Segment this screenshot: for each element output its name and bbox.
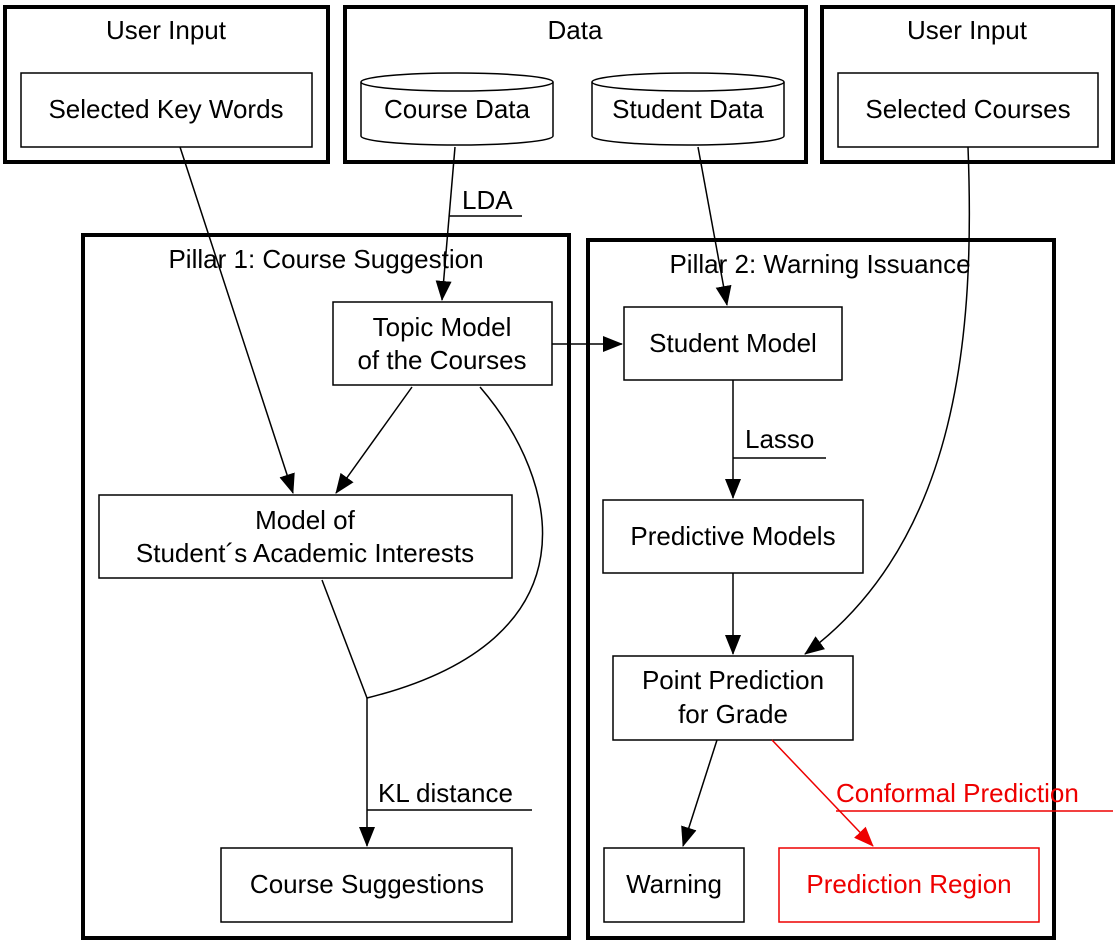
node-label-point-prediction-line1: Point Prediction — [642, 665, 824, 695]
group-title-pillar-1: Pillar 1: Course Suggestion — [168, 244, 483, 274]
node-topic-model: Topic Model of the Courses — [332, 301, 553, 386]
node-label-prediction-region: Prediction Region — [806, 869, 1011, 899]
edge-label-kl-distance-text: KL distance — [378, 778, 513, 808]
node-label-warning: Warning — [626, 869, 722, 899]
edge-label-conformal-prediction-text: Conformal Prediction — [836, 778, 1079, 808]
node-label-selected-courses: Selected Courses — [865, 94, 1070, 124]
node-predictive-models: Predictive Models — [602, 499, 864, 574]
edge-pointprediction-to-warning — [681, 739, 718, 847]
node-warning: Warning — [603, 847, 745, 923]
node-label-student-data: Student Data — [612, 94, 764, 124]
edge-label-lasso: Lasso — [733, 424, 826, 459]
edge-coursedata-to-topicmodel — [435, 146, 456, 301]
node-selected-key-words: Selected Key Words — [20, 72, 313, 148]
node-label-predictive-models: Predictive Models — [630, 521, 835, 551]
node-label-topic-model-line2: of the Courses — [357, 345, 526, 375]
edge-label-lasso-text: Lasso — [745, 424, 814, 454]
node-label-selected-key-words: Selected Key Words — [48, 94, 283, 124]
edge-studentdata-to-studentmodel — [697, 146, 732, 306]
group-title-user-input-left: User Input — [106, 15, 227, 45]
node-course-suggestions: Course Suggestions — [220, 847, 513, 923]
node-student-model: Student Model — [623, 306, 843, 381]
group-title-user-input-right: User Input — [907, 15, 1028, 45]
node-selected-courses: Selected Courses — [837, 72, 1099, 148]
node-label-academic-interests-line1: Model of — [255, 505, 355, 535]
node-label-student-model: Student Model — [649, 328, 817, 358]
edge-interests-to-merge — [321, 579, 368, 699]
group-pillar-1: Pillar 1: Course Suggestion — [81, 233, 571, 940]
node-label-point-prediction-line2: for Grade — [678, 699, 788, 729]
node-course-data: Course Data — [360, 72, 554, 146]
edge-label-lda-text: LDA — [462, 185, 513, 215]
edge-label-kl-distance: KL distance — [367, 778, 532, 811]
edge-topicmodel-to-merge — [366, 386, 544, 699]
node-academic-interests: Model of Student´s Academic Interests — [98, 494, 513, 579]
group-title-data: Data — [548, 15, 603, 45]
node-point-prediction: Point Prediction for Grade — [612, 655, 854, 741]
edge-label-conformal-prediction: Conformal Prediction — [836, 778, 1113, 812]
group-user-input-right: User Input — [820, 5, 1115, 164]
node-label-topic-model-line1: Topic Model — [373, 312, 512, 342]
group-title-pillar-2: Pillar 2: Warning Issuance — [669, 249, 970, 279]
node-label-course-data: Course Data — [384, 94, 530, 124]
edge-pointprediction-to-region — [771, 739, 874, 847]
edge-selectedcourses-to-pointprediction — [804, 146, 971, 655]
group-user-input-left: User Input — [3, 5, 330, 164]
group-pillar-2: Pillar 2: Warning Issuance — [586, 238, 1056, 940]
edge-keywords-to-interests — [179, 146, 295, 494]
node-prediction-region: Prediction Region — [778, 847, 1040, 923]
node-label-course-suggestions: Course Suggestions — [250, 869, 484, 899]
node-student-data: Student Data — [591, 72, 785, 146]
node-label-academic-interests-line2: Student´s Academic Interests — [136, 538, 474, 568]
edge-topicmodel-to-interests — [335, 386, 413, 494]
group-data: Data — [343, 5, 808, 164]
edge-label-lda: LDA — [449, 185, 522, 217]
